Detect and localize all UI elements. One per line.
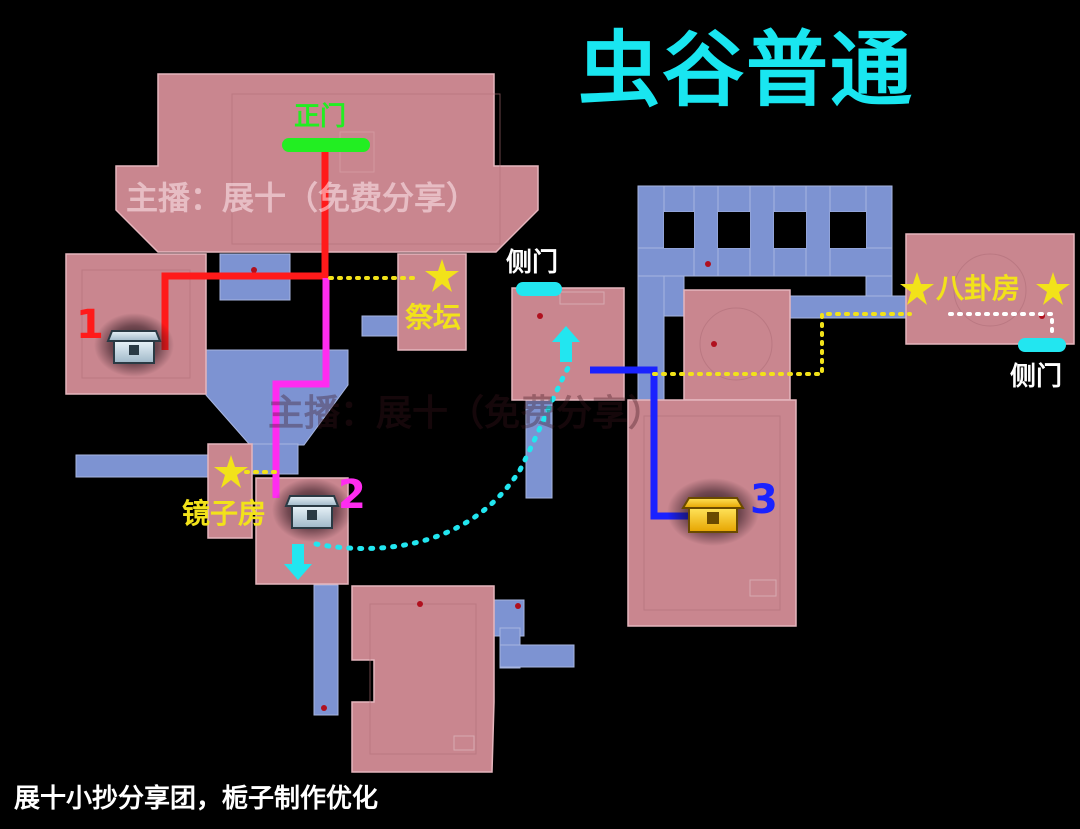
path-teleport	[313, 365, 571, 551]
grid-holes	[664, 212, 866, 248]
path-bagua	[652, 312, 912, 376]
path-bagua-door	[948, 312, 1054, 340]
chest-number-3: 3	[750, 477, 778, 523]
watermark-top: 主播：展十（免费分享）	[126, 179, 479, 217]
side-door-right-label: 侧门	[1010, 362, 1063, 392]
front-door-label: 正门	[294, 102, 347, 132]
altar-label: 祭坛	[405, 301, 462, 334]
arrow-down-icon	[284, 544, 312, 580]
chest-icon	[272, 478, 352, 542]
map-title: 虫谷普通	[578, 23, 915, 118]
mirror-room-label: 镜子房	[182, 497, 267, 530]
chest-icon	[667, 478, 759, 546]
chest-icon	[94, 313, 174, 377]
side-door-right-marker	[1018, 338, 1066, 352]
side-door-left-label: 侧门	[506, 248, 559, 278]
bagua-room-label: 八卦房	[936, 272, 1021, 305]
route-2	[272, 278, 330, 498]
chest-number-2: 2	[338, 472, 366, 518]
front-door-marker	[282, 138, 370, 152]
side-door-left-marker	[516, 282, 562, 296]
corridors	[75, 185, 921, 716]
watermark-mid: 主播：展十（免费分享）	[268, 393, 665, 434]
trap-markers	[251, 261, 1045, 711]
arrow-up-icon	[552, 326, 580, 362]
chest-number-1: 1	[76, 302, 104, 348]
route-1	[161, 152, 329, 350]
star-icon	[214, 259, 1070, 488]
credit-text: 展十小抄分享团，栀子制作优化	[14, 784, 379, 814]
